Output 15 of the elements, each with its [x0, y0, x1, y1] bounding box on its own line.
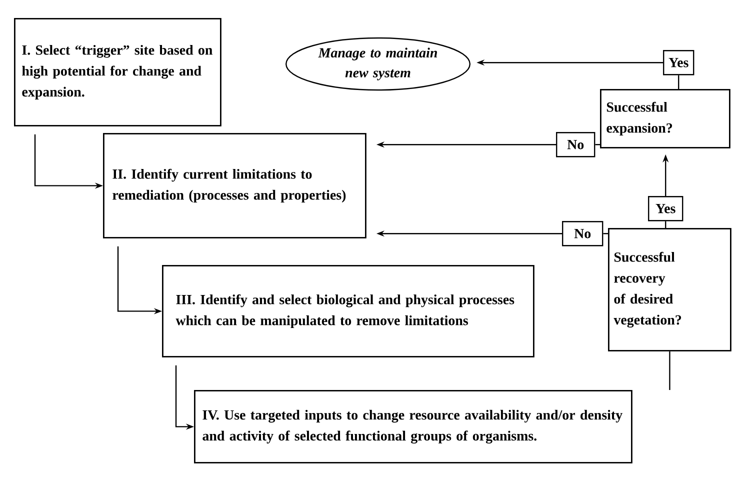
answer-box: Yes [648, 196, 684, 222]
answer-box: Yes [663, 50, 694, 76]
process-box: II. Identify current limitations to remediation (processes and properties) [103, 133, 366, 238]
connector-line [669, 351, 670, 390]
decision-box: Successful expansion? [600, 89, 730, 148]
decision-box: Successful recovery of desired vegetation? [608, 228, 732, 352]
process-box: III. Identify and select biological and physical processes which can be manipulated to remove limitations [162, 265, 534, 358]
connector-line [595, 144, 600, 146]
connector-line [678, 75, 680, 89]
process-box: IV. Use targeted inputs to change resource availability and/or density and activity of selected functional groups of organisms. [194, 390, 632, 464]
connector-line [603, 233, 608, 234]
connector-line [665, 221, 666, 228]
process-box: I. Select “trigger” site based on high potential for change and expansion. [14, 18, 222, 126]
answer-box: No [562, 221, 604, 246]
answer-box: No [556, 132, 596, 158]
